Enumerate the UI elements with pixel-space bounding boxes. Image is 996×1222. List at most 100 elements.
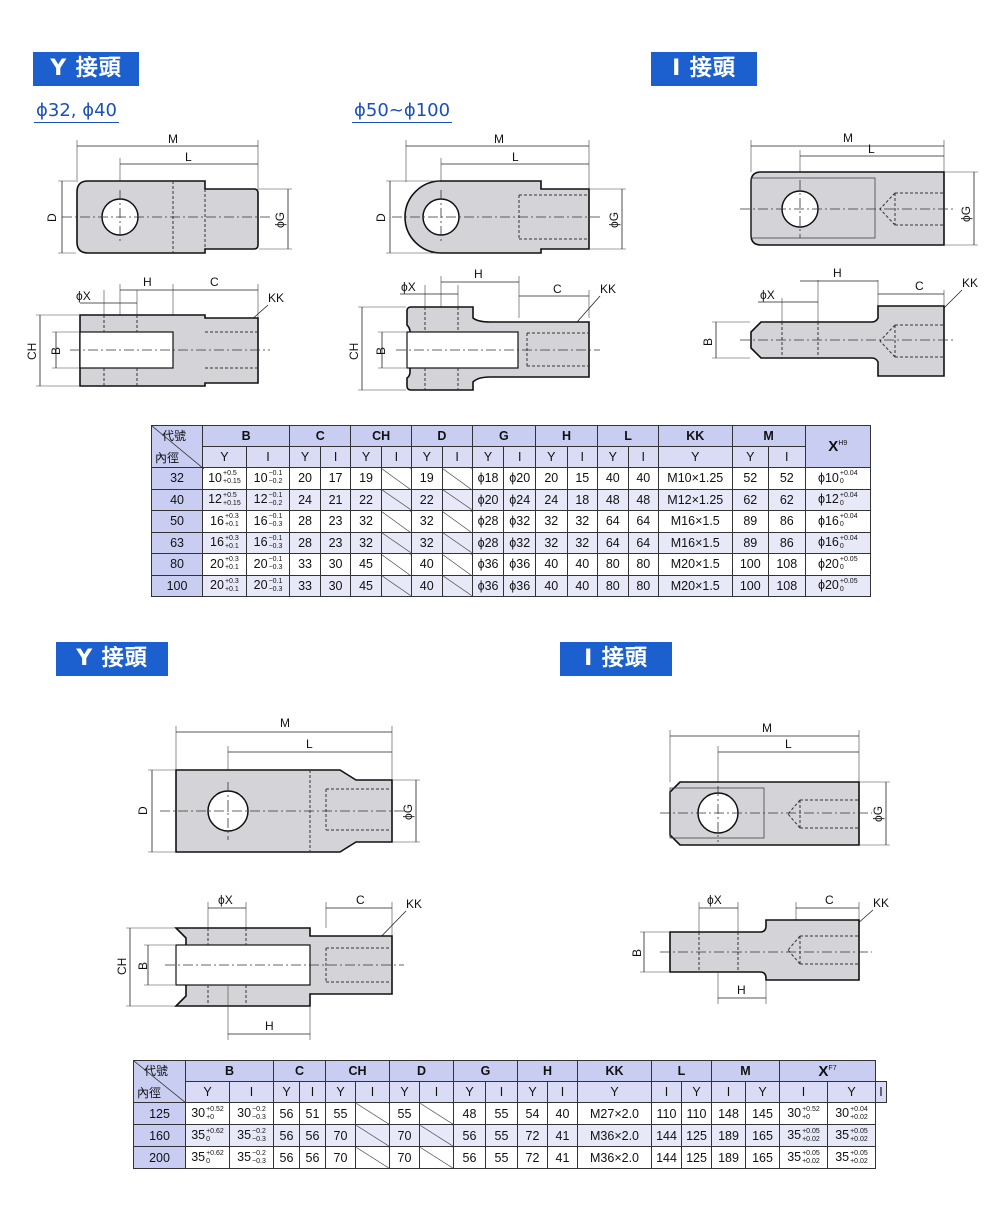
y-joint-xl-front-view: M L D ϕG	[136, 716, 420, 853]
m-y-cell: 189	[711, 1124, 746, 1147]
c-i-cell: 56	[299, 1146, 326, 1169]
x-y-cell: 35+0.05+0.02	[779, 1146, 828, 1169]
h-y-cell: 72	[517, 1146, 548, 1169]
g-y-cell: 56	[453, 1124, 486, 1147]
m-i-cell: 145	[745, 1102, 780, 1125]
g-i-cell: ϕ24	[503, 488, 537, 511]
dim-m-label: M	[843, 131, 853, 145]
kk-cell: M20×1.5	[658, 553, 733, 576]
m-y-cell: 89	[731, 531, 770, 554]
ch-i-cell	[380, 467, 413, 490]
d-i-cell	[419, 1102, 454, 1125]
h-y-cell: 40	[535, 553, 568, 576]
b-y-cell: 20+0.3+0.1	[202, 553, 247, 576]
i-joint-small-front-view: M L ϕG	[740, 131, 978, 246]
ch-i-cell	[355, 1146, 390, 1169]
ch-i-cell	[380, 510, 413, 533]
c-y-cell: 20	[289, 467, 321, 490]
h-y-cell: 24	[535, 488, 568, 511]
l-i-cell: 80	[627, 574, 660, 597]
dim-m-label: M	[494, 132, 504, 146]
dim-ch-label: CH	[347, 343, 361, 360]
c-i-cell: 23	[319, 510, 352, 533]
col-header-ch: CH	[325, 1060, 390, 1082]
dim-h-label: H	[143, 275, 152, 289]
y-joint-small-front-view: M L D ϕG	[45, 132, 292, 254]
dim-c-label: C	[915, 279, 924, 293]
dim-x-label: ϕX	[401, 280, 416, 294]
m-y-cell: 52	[731, 467, 770, 490]
col-header-x: XF7	[779, 1060, 876, 1082]
c-i-cell: 56	[299, 1124, 326, 1147]
col-header-kk: KK	[577, 1060, 652, 1082]
bore-cell: 125	[133, 1102, 186, 1125]
kk-cell: M12×1.25	[658, 488, 733, 511]
x-y-cell: 35+0.05+0.02	[779, 1124, 828, 1147]
dim-l-label: L	[868, 142, 875, 156]
dim-m-label: M	[280, 716, 290, 730]
b-i-cell: 20−0.1−0.3	[245, 574, 291, 597]
g-y-cell: ϕ28	[471, 531, 505, 554]
c-y-cell: 33	[289, 574, 321, 597]
dim-kk-label: KK	[873, 896, 889, 910]
dim-h-label: H	[474, 267, 483, 281]
d-y-cell: 40	[411, 553, 443, 576]
g-y-cell: ϕ36	[471, 553, 505, 576]
c-y-cell: 28	[289, 531, 321, 554]
col-header-d: D	[411, 425, 473, 447]
corner-code-label: 代號	[162, 429, 187, 443]
m-y-cell: 89	[731, 510, 770, 533]
l-y-cell: 40	[597, 467, 629, 490]
dim-kk-label: KK	[600, 282, 616, 296]
g-i-cell: ϕ32	[503, 531, 537, 554]
b-y-cell: 10+0.5+0.15	[202, 467, 247, 490]
d-y-cell: 32	[411, 510, 443, 533]
m-i-cell: 62	[768, 488, 806, 511]
corner-code-label: 代號	[144, 1064, 169, 1078]
m-i-cell: 86	[768, 531, 806, 554]
g-i-cell: ϕ20	[503, 467, 537, 490]
dim-c-label: C	[356, 893, 365, 907]
d-i-cell	[441, 488, 473, 511]
kk-cell: M36×2.0	[577, 1146, 652, 1169]
ch-i-cell	[380, 488, 413, 511]
kk-cell: M27×2.0	[577, 1102, 652, 1125]
b-i-cell: 35−0.2−0.3	[229, 1146, 274, 1169]
i-joint-small-side-view: ϕX H C KK B	[701, 266, 978, 377]
h-y-cell: 32	[535, 510, 568, 533]
b-i-cell: 35−0.2−0.3	[229, 1124, 274, 1147]
dim-l-label: L	[512, 150, 519, 164]
dim-ch-label: CH	[115, 958, 129, 975]
kk-cell: M20×1.5	[658, 574, 733, 597]
dim-ch-label: CH	[25, 343, 39, 360]
col-header-c: C	[289, 425, 352, 447]
y-joint-large-front-view: M L D ϕG	[374, 132, 626, 254]
dim-m-label: M	[168, 132, 178, 146]
l-i-cell: 110	[681, 1102, 712, 1125]
x-y-cell: 30+0.52+0	[779, 1102, 828, 1125]
g-i-cell: ϕ36	[503, 553, 537, 576]
size-range-large: ϕ50~ϕ100	[352, 100, 453, 123]
table-corner-header: 代號 內徑	[133, 1060, 186, 1103]
y-joint-small-side-view: ϕX H C KK CH B	[25, 275, 284, 387]
dim-x-label: ϕX	[218, 893, 233, 907]
dim-h-label: H	[833, 266, 842, 280]
g-i-cell: ϕ36	[503, 574, 537, 597]
d-i-cell	[441, 553, 473, 576]
b-y-cell: 16+0.3+0.1	[202, 531, 247, 554]
corner-bore-label: 內徑	[137, 1086, 162, 1100]
dim-l-label: L	[785, 737, 792, 751]
b-i-cell: 30−0.2−0.3	[229, 1102, 274, 1125]
ch-i-cell	[380, 574, 413, 597]
bore-cell: 40	[150, 488, 204, 511]
bore-cell: 200	[133, 1146, 186, 1169]
kk-cell: M16×1.5	[658, 510, 733, 533]
m-y-cell: 148	[711, 1102, 746, 1125]
dim-kk-label: KK	[406, 897, 422, 911]
dim-g-label: ϕG	[871, 806, 885, 822]
